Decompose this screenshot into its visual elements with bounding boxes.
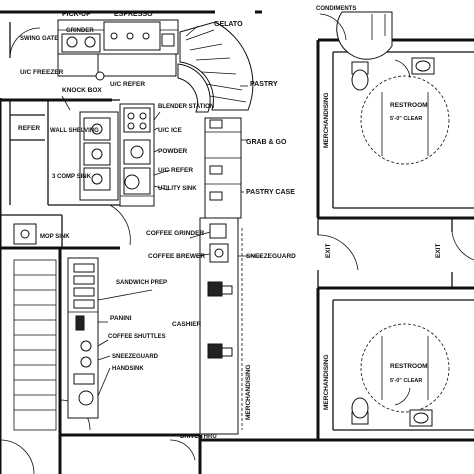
label-knock-box: KNOCK BOX	[62, 87, 102, 94]
espresso-bar	[9, 19, 179, 81]
stair-hatch	[13, 259, 57, 431]
label-utility-sink: UTILITY SINK	[158, 186, 197, 192]
label-clear-top: 5'-0" CLEAR	[390, 116, 422, 122]
label-pick-up: PICK-UP	[62, 11, 91, 18]
label-condiments: CONDIMENTS	[316, 6, 356, 12]
label-merchandising-bottom: MERCHANDISING	[323, 354, 330, 410]
restroom-bottom-fixtures	[351, 323, 450, 427]
label-uc-refer-top: U/C REFER	[110, 81, 145, 88]
walls	[0, 10, 474, 474]
grab-and-go-and-pastry-case	[204, 117, 242, 219]
label-clear-bottom: 5'-0" CLEAR	[390, 378, 422, 384]
label-drive-thru: DRIVE THRU	[180, 434, 217, 440]
label-wall-shelving: WALL SHELVING	[50, 128, 99, 134]
label-exit-right: EXIT	[435, 244, 442, 258]
label-blender-station: BLENDER STATION	[158, 104, 214, 110]
label-sneezeguard-right: SNEEZEGUARD	[246, 253, 296, 260]
label-sandwich-prep: SANDWICH PREP	[116, 280, 167, 286]
prep-line	[67, 257, 99, 419]
label-grinder: GRINDER	[66, 28, 94, 34]
label-powder: POWDER	[158, 148, 188, 155]
label-handsink: HANDSINK	[112, 366, 144, 372]
sink-block	[79, 111, 119, 201]
label-swing-gate: SWING GATE	[20, 36, 58, 42]
label-panini: PANINI	[110, 315, 132, 322]
label-pastry: PASTRY	[250, 81, 278, 88]
leader-lines	[61, 25, 262, 397]
label-mop-sink: MOP SINK	[40, 234, 70, 240]
label-uc-ice: U/C ICE	[158, 127, 183, 134]
label-3-comp-sink: 3 COMP SINK	[52, 174, 92, 180]
restroom-top-fixtures	[351, 57, 450, 165]
label-espresso: ESPRESSO	[114, 11, 153, 18]
label-merchandising-counter: MERCHANDISING	[245, 364, 252, 420]
label-grab-and-go: GRAB & GO	[246, 139, 287, 146]
blender-ice-powder-block	[119, 103, 155, 207]
label-coffee-grinder: COFFEE GRINDER	[146, 230, 204, 237]
front-counter	[199, 217, 243, 435]
label-sneezeguard-left: SNEEZEGUARD	[112, 354, 159, 360]
label-restroom-bottom: RESTROOM	[390, 363, 428, 370]
labels: SWING GATE PICK-UP ESPRESSO GRINDER GELA…	[18, 6, 442, 440]
label-gelato: GELATO	[214, 21, 243, 28]
label-coffee-shuttles: COFFEE SHUTTLES	[108, 334, 166, 340]
label-uc-freezer: U/C FREEZER	[20, 69, 64, 76]
label-restroom-top: RESTROOM	[390, 102, 428, 109]
condiments-counter	[319, 11, 393, 60]
label-cashier: CASHIER	[172, 321, 202, 328]
label-coffee-brewer: COFFEE BREWER	[148, 253, 205, 260]
label-exit-left: EXIT	[325, 244, 332, 258]
label-pastry-case: PASTRY CASE	[246, 189, 295, 196]
label-refer: REFER	[18, 125, 40, 132]
mop-sink	[13, 223, 37, 245]
label-merchandising-top: MERCHANDISING	[323, 92, 330, 148]
gelato-case	[177, 21, 254, 113]
label-uc-refer-mid: U/C REFER	[158, 167, 193, 174]
